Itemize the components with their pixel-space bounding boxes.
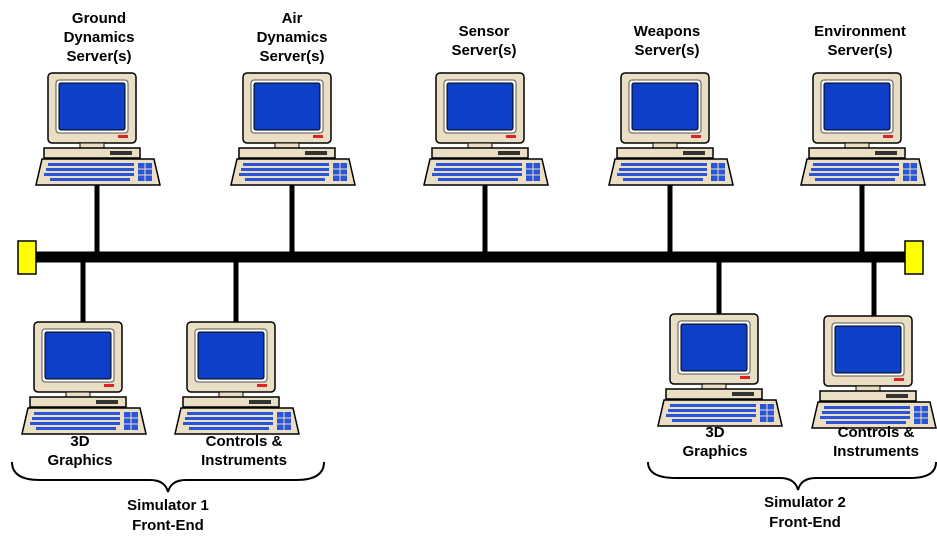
brace-icon bbox=[11, 461, 325, 493]
computer-icon bbox=[608, 72, 734, 186]
front-end-links bbox=[80, 256, 877, 322]
computer-icon bbox=[800, 72, 926, 186]
computer-icon bbox=[811, 315, 937, 429]
computer-icon bbox=[35, 72, 161, 186]
computer-icon bbox=[657, 313, 783, 427]
terminator-icon bbox=[904, 240, 924, 275]
computer-icon bbox=[21, 321, 147, 435]
node-label-sim1-controls: Controls &Instruments bbox=[201, 433, 287, 469]
node-label-sim2-controls: Controls &Instruments bbox=[833, 424, 919, 460]
computer-icon bbox=[423, 72, 549, 186]
server-links bbox=[94, 180, 865, 256]
computer-icon bbox=[230, 72, 356, 186]
computer-icon bbox=[174, 321, 300, 435]
brace-icon bbox=[647, 461, 937, 491]
terminator-icon bbox=[17, 240, 37, 275]
